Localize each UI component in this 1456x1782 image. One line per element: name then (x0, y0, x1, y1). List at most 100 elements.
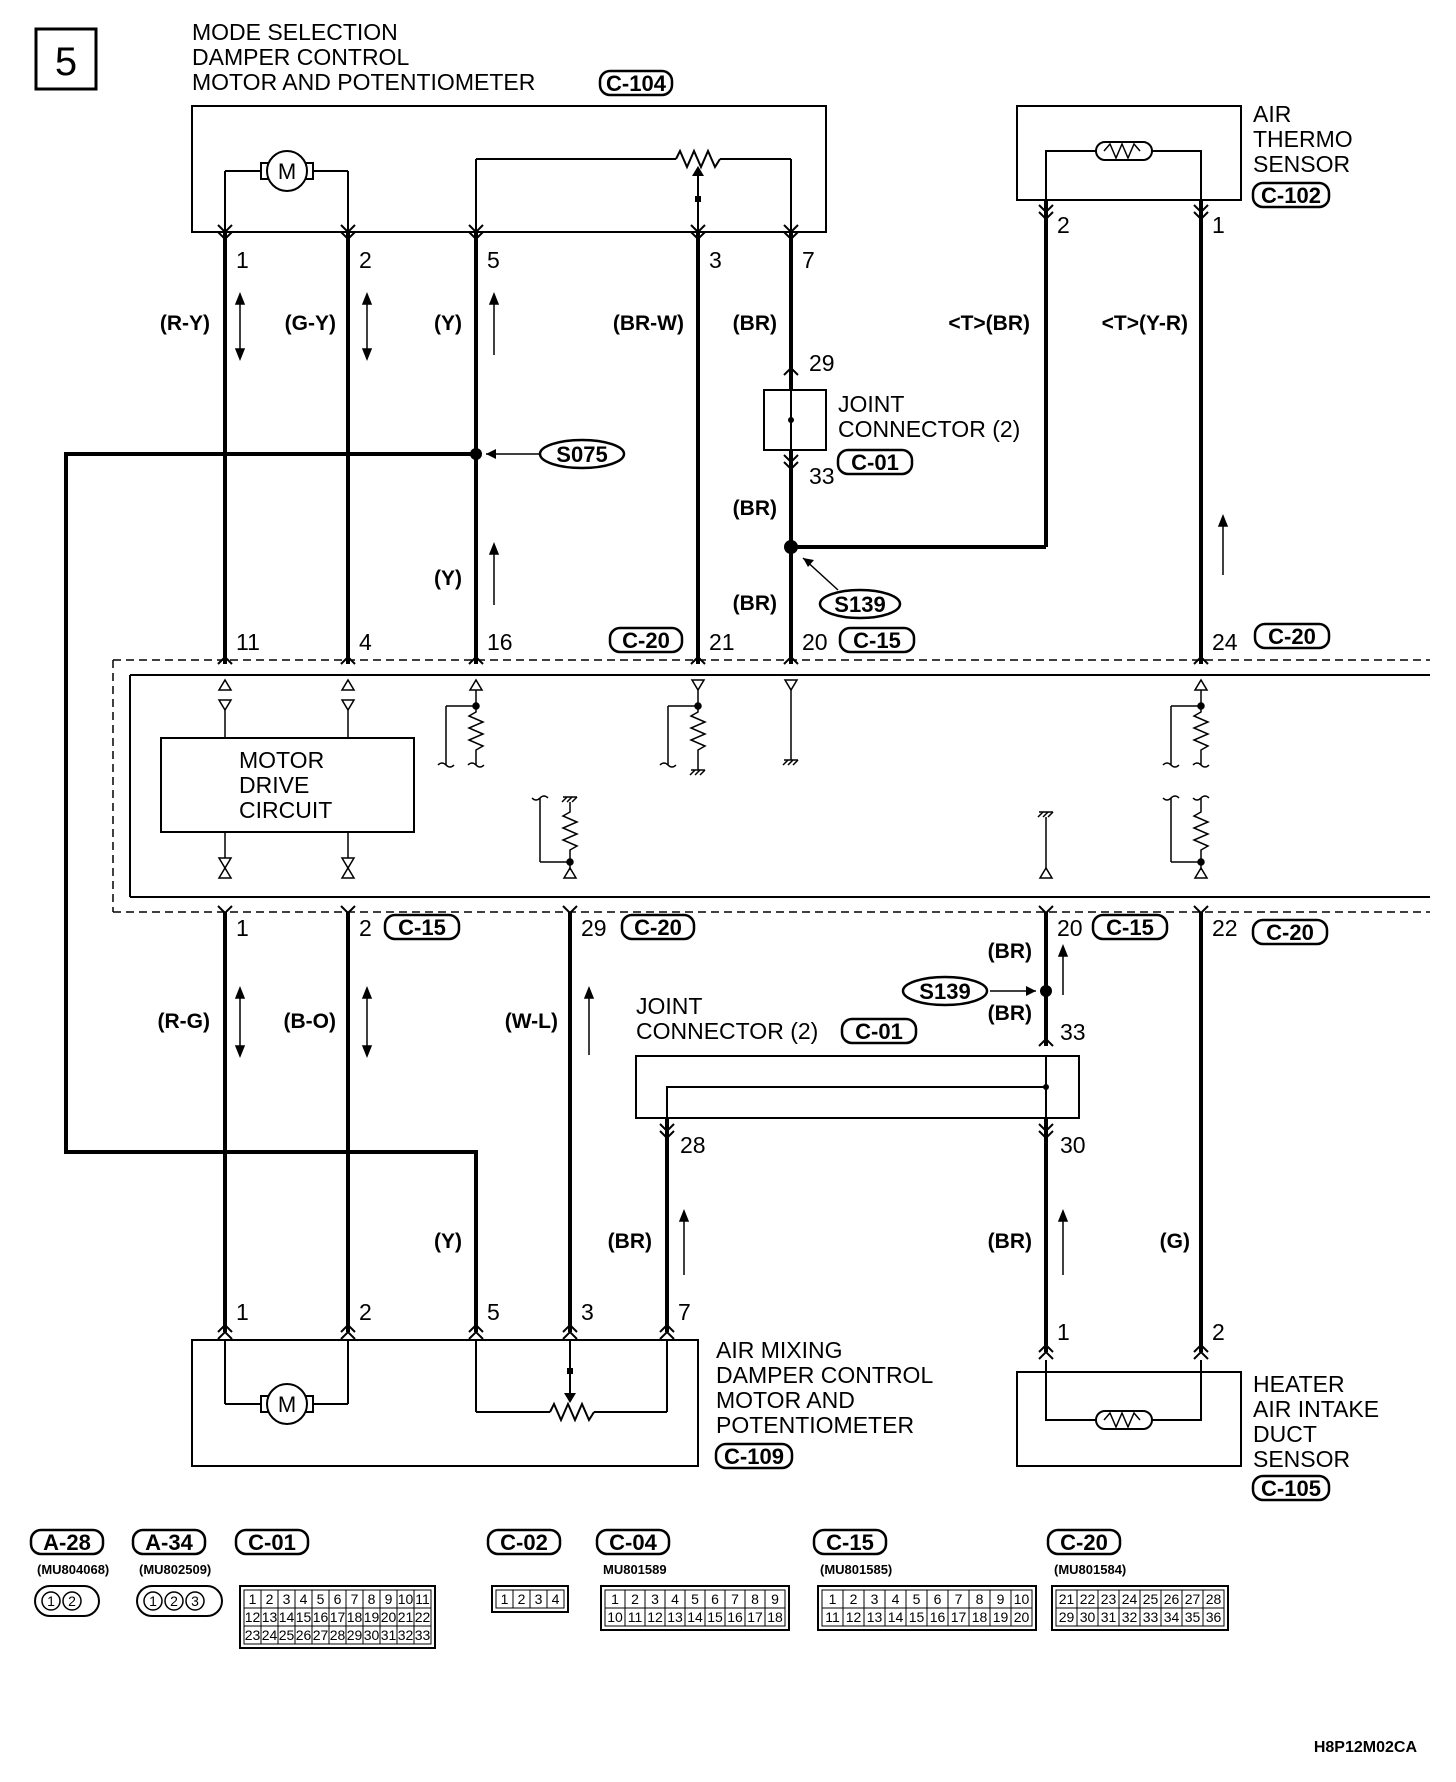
legend-pin: 24 (262, 1627, 278, 1643)
wire-color-r-g: (R-G) (158, 1010, 210, 1033)
pin-c104-1: 1 (236, 247, 249, 273)
wire-color-br: (BR) (733, 312, 777, 335)
pin-numbers-top: 1 2 5 3 7 2 1 (236, 212, 1225, 273)
wire-color-br-w: (BR-W) (613, 312, 684, 335)
legend-pin: 6 (934, 1591, 942, 1607)
legend-pin: 17 (951, 1609, 967, 1625)
legend-pin: 27 (1185, 1591, 1201, 1607)
legend-pin: 5 (913, 1591, 921, 1607)
heater-title-3: DUCT (1253, 1421, 1317, 1447)
wire-color-b-o: (B-O) (284, 1010, 336, 1033)
legend-pin: 21 (398, 1609, 414, 1625)
wires-bottom (223, 912, 1203, 1352)
legend-pin: 4 (671, 1591, 679, 1607)
air-mix-title-1: AIR MIXING (716, 1337, 843, 1363)
legend-pin: 3 (535, 1591, 543, 1607)
joint-connector-top: 29 33 JOINT CONNECTOR (2) C-01 (763, 350, 1020, 489)
air-mixing-motor: 1 2 5 3 7 M AIR MIXING DAMPER CONTROL MO… (191, 1299, 933, 1470)
legend-pin: 17 (747, 1609, 763, 1625)
motor-drive-circuit-box (160, 737, 415, 833)
tag-ecu-b-20: C-15 (1106, 915, 1154, 940)
legend-name: C-01 (248, 1530, 296, 1555)
connector-tag-c102-text: C-102 (1261, 183, 1321, 208)
signal-arrows-top (234, 291, 1229, 605)
mode-selection-motor: MODE SELECTION DAMPER CONTROL MOTOR AND … (191, 19, 827, 233)
motor-drive-title-1: MOTOR (239, 747, 324, 773)
pin-joint-b-30: 30 (1060, 1132, 1086, 1158)
legend-pin: 14 (687, 1609, 703, 1625)
legend-pin: 23 (245, 1627, 261, 1643)
pin-c104-7: 7 (802, 247, 815, 273)
pin-ecu-b-20: 20 (1057, 915, 1083, 941)
legend-pin: 3 (191, 1593, 199, 1609)
tag-ecu-b-22: C-20 (1266, 920, 1314, 945)
pin-c102-2: 2 (1057, 212, 1070, 238)
splice-s139-bottom-label: S139 (919, 979, 970, 1004)
legend-pin: 19 (993, 1609, 1009, 1625)
legend-pin: 1 (47, 1593, 55, 1609)
connector-tag-c102 (1251, 181, 1331, 209)
tag-ecu-21: C-20 (622, 628, 670, 653)
legend-pin: 27 (313, 1627, 329, 1643)
wire-color-br-mid-2: (BR) (733, 592, 777, 615)
legend-pin: 25 (279, 1627, 295, 1643)
heater-title-2: AIR INTAKE (1253, 1396, 1379, 1422)
legend-pin: 18 (972, 1609, 988, 1625)
joint-connector-bottom: 33 JOINT CONNECTOR (2) C-01 28 30 (635, 993, 1086, 1158)
pin-ecu-b-29: 29 (581, 915, 607, 941)
legend-pin: 8 (751, 1591, 759, 1607)
motor-icon-2-label: M (278, 1392, 296, 1417)
legend-pin: 15 (296, 1609, 312, 1625)
wire-color-t-br: <T>(BR) (948, 312, 1030, 335)
legend-pin: 20 (1014, 1609, 1030, 1625)
joint-bottom-title-1: JOINT (636, 993, 702, 1019)
legend-part: (MU801585) (820, 1562, 892, 1577)
legend-pin: 16 (930, 1609, 946, 1625)
heater-title-4: SENSOR (1253, 1446, 1350, 1472)
pin-c105-1: 1 (1057, 1319, 1070, 1345)
wire-colors-mid: (BR) (Y) (BR) (434, 497, 777, 615)
legend-pin: 12 (245, 1609, 261, 1625)
legend-pin: 29 (347, 1627, 363, 1643)
splice-s075-label: S075 (556, 442, 607, 467)
connector-tag-c104 (598, 69, 674, 97)
legend-pin: 7 (731, 1591, 739, 1607)
legend-pin: 33 (415, 1627, 431, 1643)
legend-pin: 24 (1122, 1591, 1138, 1607)
legend-pin: 1 (249, 1591, 257, 1607)
legend-pin: 29 (1059, 1609, 1075, 1625)
pin-c104-3: 3 (709, 247, 722, 273)
motor-icon (266, 150, 308, 192)
tag-ecu-b-2: C-15 (398, 915, 446, 940)
joint-top-connector: C-01 (851, 450, 899, 475)
legend-pin: 16 (727, 1609, 743, 1625)
air-thermo-title-2: THERMO (1253, 126, 1353, 152)
legend-pin: 30 (1080, 1609, 1096, 1625)
splice-s075: S075 (470, 438, 626, 470)
splice-s139-top-label: S139 (834, 592, 885, 617)
legend-pin: 5 (317, 1591, 325, 1607)
motor-drive-title-3: CIRCUIT (239, 797, 332, 823)
legend-pin: 13 (867, 1609, 883, 1625)
pin-c109-7: 7 (678, 1299, 691, 1325)
thermistor-icon-2 (1095, 1410, 1153, 1430)
legend-pin: 12 (846, 1609, 862, 1625)
legend-name: C-15 (826, 1530, 874, 1555)
pin-ecu-24: 24 (1212, 629, 1238, 655)
legend-pin: 3 (283, 1591, 291, 1607)
legend-pin: 22 (1080, 1591, 1096, 1607)
pin-c109-2: 2 (359, 1299, 372, 1325)
wire-color-br-lower-2: (BR) (988, 1230, 1032, 1253)
heater-connector: C-105 (1261, 1476, 1321, 1501)
splice-s139-bottom: S139 (901, 975, 1052, 1007)
joint-bottom-connector: C-01 (855, 1019, 903, 1044)
legend-pin: 30 (364, 1627, 380, 1643)
motor-icon-label: M (278, 159, 296, 184)
joint-top-title-1: JOINT (838, 391, 904, 417)
legend-pin: 1 (829, 1591, 837, 1607)
wire-colors-lower: (Y) (BR) (BR) (G) (434, 1230, 1190, 1253)
